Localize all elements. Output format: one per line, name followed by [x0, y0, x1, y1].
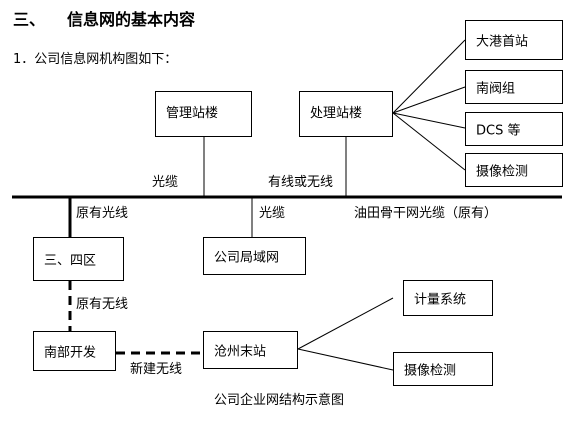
- label-existing-fiber: 原有光线: [76, 206, 129, 221]
- node-label: 摄像检测: [476, 164, 529, 180]
- label-existing-wireless: 原有无线: [76, 297, 129, 312]
- link-camera2: [297, 348, 394, 371]
- node-camera-1: 摄像检测: [465, 153, 563, 187]
- node-south-development: 南部开发: [33, 331, 116, 371]
- label-fiber-mid: 光缆: [259, 206, 286, 221]
- node-dagang-station: 大港首站: [465, 20, 563, 60]
- node-dcs: DCS 等: [465, 112, 563, 146]
- node-label: 三、四区: [44, 253, 97, 269]
- link-meter: [297, 297, 394, 350]
- diagram-caption: 公司企业网结构示意图: [214, 393, 345, 408]
- node-zone-3-4: 三、四区: [33, 237, 124, 281]
- node-label: 南阀组: [476, 81, 516, 97]
- node-cangzhou-terminal: 沧州末站: [203, 331, 298, 369]
- node-label: 大港首站: [476, 34, 529, 50]
- node-mgmt-building: 管理站楼: [155, 91, 252, 137]
- node-label: 处理站楼: [310, 106, 363, 121]
- node-label: DCS 等: [476, 123, 521, 139]
- node-processing-building: 处理站楼: [299, 91, 393, 137]
- node-label: 南部开发: [44, 345, 97, 361]
- label-wired-wireless: 有线或无线: [268, 175, 334, 190]
- node-label: 公司局域网: [214, 250, 280, 266]
- node-company-lan: 公司局域网: [203, 237, 306, 275]
- node-metering-system: 计量系统: [403, 280, 493, 316]
- label-backbone: 油田骨干网光缆（原有）: [354, 206, 498, 221]
- label-new-wireless: 新建无线: [130, 362, 183, 377]
- intro-text: 1．公司信息网机构图如下：: [13, 52, 178, 67]
- section-number: 三、: [13, 10, 46, 29]
- node-label: 摄像检测: [404, 363, 457, 379]
- node-label: 管理站楼: [166, 106, 219, 121]
- section-title: 信息网的基本内容: [67, 10, 196, 29]
- link-nanfa: [392, 86, 466, 114]
- link-camera1: [392, 112, 466, 171]
- node-south-valve: 南阀组: [465, 70, 563, 104]
- label-fiber-left: 光缆: [152, 175, 179, 190]
- link-dcs: [392, 112, 466, 129]
- link-dagang: [392, 39, 466, 114]
- node-camera-2: 摄像检测: [393, 352, 493, 386]
- node-label: 沧州末站: [214, 344, 267, 360]
- node-label: 计量系统: [414, 292, 467, 308]
